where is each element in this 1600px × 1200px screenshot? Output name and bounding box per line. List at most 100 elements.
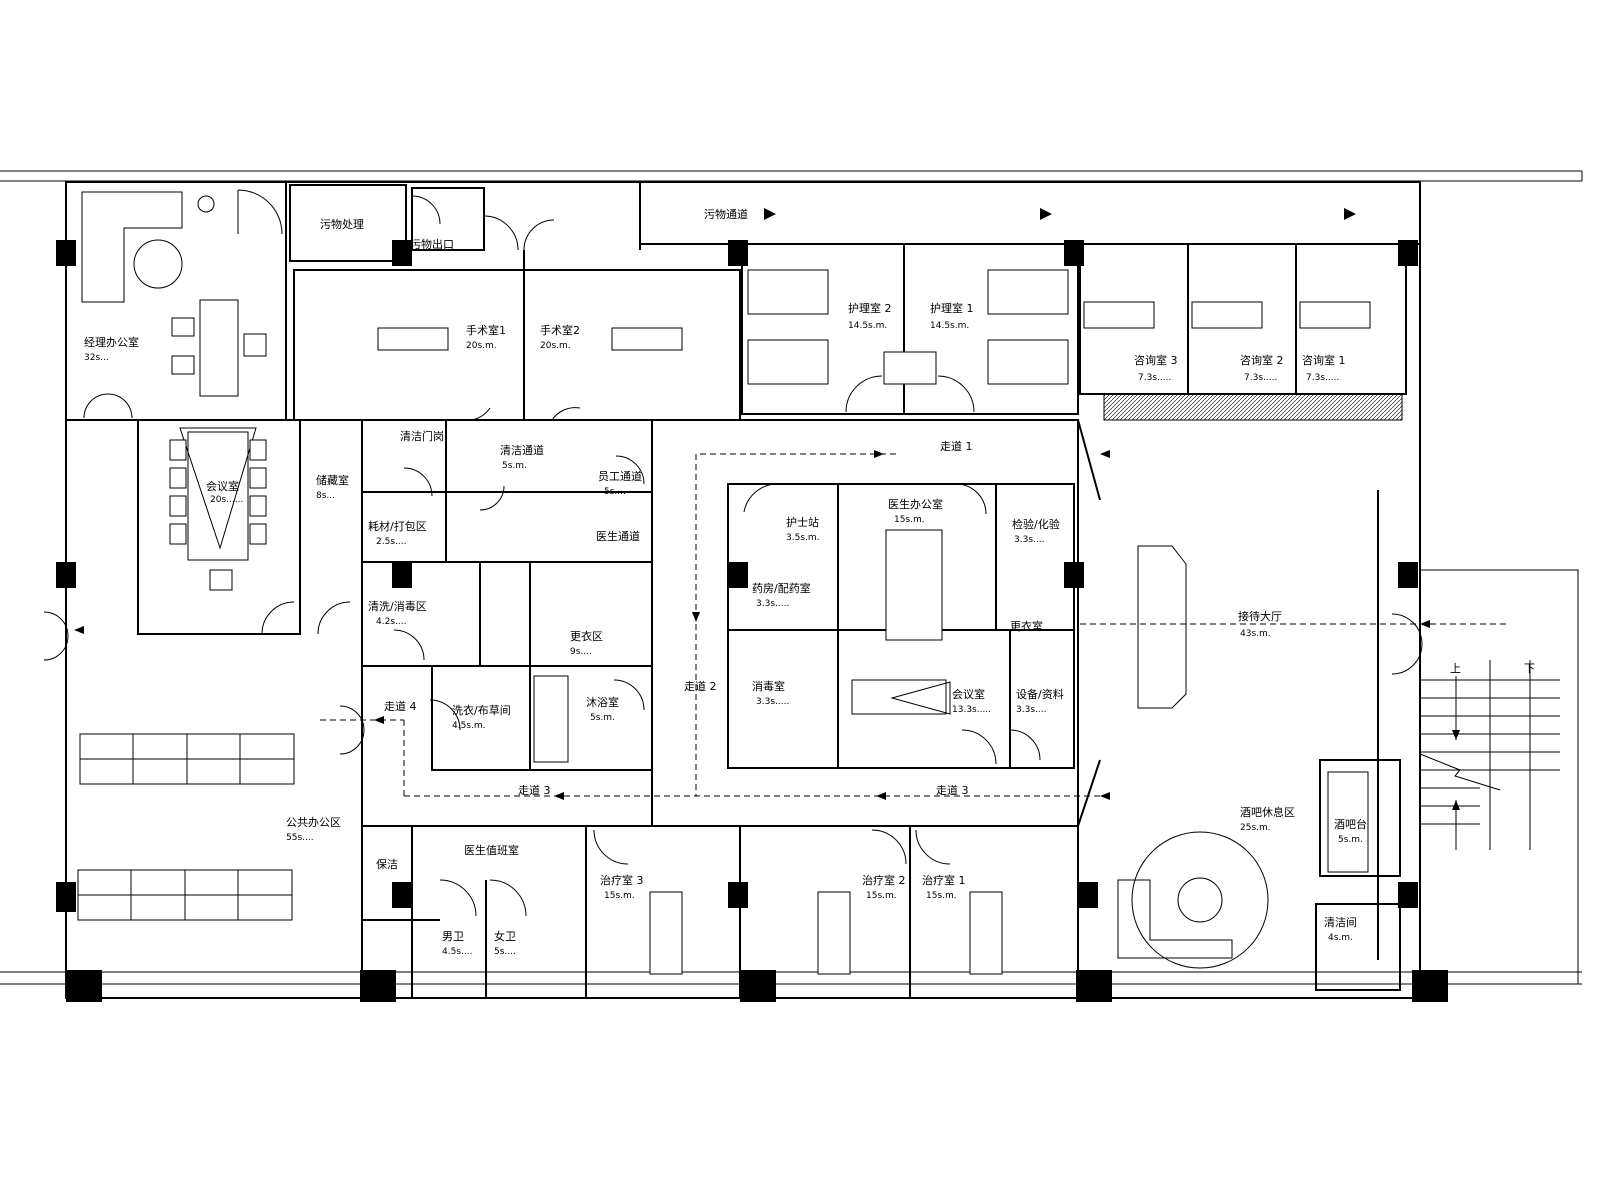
stairs-up-label: 上 <box>1450 662 1461 675</box>
room-label: 更衣室 <box>1010 619 1043 633</box>
room-label: 酒吧休息区 <box>1240 805 1295 819</box>
corridor-label: 走道 3 <box>518 783 551 797</box>
room-label: 检验/化验 <box>1012 517 1060 531</box>
room-label: 咨询室 2 <box>1240 353 1284 367</box>
room-label: 清洗/消毒区 <box>368 599 427 613</box>
room-area: 7.3s..... <box>1306 373 1339 383</box>
room-label: 储藏室 <box>316 473 349 487</box>
room-label: 护士站 <box>786 515 819 529</box>
arrow-icon <box>1040 208 1052 220</box>
room-label: 酒吧台 <box>1334 817 1367 831</box>
room-area: 3.3s..... <box>756 599 789 609</box>
room-label: 医生办公室 <box>888 497 943 511</box>
room-label: 男卫 <box>442 930 464 943</box>
corridor-label: 走道 1 <box>940 439 973 453</box>
room-area: 4.2s.... <box>376 617 406 627</box>
room-area: 3.3s.... <box>1014 535 1044 545</box>
room-label: 女卫 <box>494 929 516 943</box>
room-area: 15s.m. <box>866 891 897 901</box>
room-label: 洗衣/布草间 <box>452 703 511 717</box>
room-label: 污物处理 <box>320 217 364 231</box>
corridor-labels: 走道 1 走道 2 走道 3 走道 3 走道 4 <box>384 439 973 797</box>
arrow-icon <box>692 612 700 622</box>
room-label: 药房/配药室 <box>752 581 811 595</box>
arrow-icon <box>1344 208 1356 220</box>
arrow-icon <box>1420 620 1430 628</box>
room-label: 沐浴室 <box>586 695 619 709</box>
room-area: 20s.m. <box>540 341 571 351</box>
room-area: 3.5s.m. <box>786 533 820 543</box>
arrow-icon <box>554 792 564 800</box>
room-label: 污物出口 <box>410 237 454 251</box>
room-area: 15s.m. <box>894 515 925 525</box>
staircase: 上 下 <box>1419 660 1560 850</box>
room-label: 咨询室 3 <box>1134 353 1178 367</box>
room-label: 护理室 2 <box>848 301 892 315</box>
room-label: 清洁通道 <box>500 443 544 457</box>
room-labels: 经理办公室 32s... 会议室 20s...... 储藏室 8s... 手术室… <box>84 207 1367 957</box>
room-label: 耗材/打包区 <box>368 519 427 533</box>
room-area: 4.5s.... <box>442 947 472 957</box>
room-label: 清洁门岗 <box>400 429 444 443</box>
arrow-icon <box>74 626 84 634</box>
room-area: 5s.m. <box>1338 835 1363 845</box>
room-area: 20s.m. <box>466 341 497 351</box>
room-area: 5s.... <box>494 947 516 957</box>
room-area: 20s...... <box>210 495 243 505</box>
stairs-down-label: 下 <box>1524 662 1535 675</box>
room-area: 43s.m. <box>1240 629 1271 639</box>
room-label: 会议室 <box>206 479 239 493</box>
room-label: 医生通道 <box>596 529 640 543</box>
arrow-icon <box>1100 450 1110 458</box>
arrow-icon <box>1100 792 1110 800</box>
room-area: 7.3s..... <box>1138 373 1171 383</box>
room-area: 8s... <box>316 491 335 501</box>
room-label: 消毒室 <box>752 679 785 693</box>
room-area: 55s.... <box>286 833 314 843</box>
room-label: 治疗室 2 <box>862 873 906 887</box>
room-label: 污物通道 <box>704 207 748 221</box>
room-area: 15s.m. <box>926 891 957 901</box>
room-label: 清洁间 <box>1324 916 1357 929</box>
room-label: 医生值班室 <box>464 843 519 857</box>
room-label: 接待大厅 <box>1238 609 1282 623</box>
room-label: 治疗室 1 <box>922 873 966 887</box>
room-label: 设备/资料 <box>1016 687 1064 701</box>
room-area: 5s.m. <box>502 461 527 471</box>
room-area: 13.3s..... <box>952 705 991 715</box>
circulation-paths <box>74 208 1510 800</box>
room-label: 员工通道 <box>598 469 642 483</box>
arrow-icon <box>764 208 776 220</box>
room-label: 公共办公区 <box>286 816 341 829</box>
room-area: 25s.m. <box>1240 823 1271 833</box>
room-area: 14.5s.m. <box>848 321 887 331</box>
arrow-icon <box>876 792 886 800</box>
room-label: 治疗室 3 <box>600 873 644 887</box>
room-label: 护理室 1 <box>930 301 974 315</box>
room-area: 2.5s.... <box>376 537 406 547</box>
room-label: 咨询室 1 <box>1302 353 1346 367</box>
room-label: 经理办公室 <box>84 335 139 349</box>
room-area: 5s.... <box>604 487 626 497</box>
room-area: 9s.... <box>570 647 592 657</box>
room-area: 14.5s.m. <box>930 321 969 331</box>
room-area: 7.3s..... <box>1244 373 1277 383</box>
room-label: 更衣区 <box>570 629 603 643</box>
room-label: 会议室 <box>952 687 985 701</box>
room-area: 3.3s..... <box>756 697 789 707</box>
room-area: 3.3s.... <box>1016 705 1046 715</box>
room-area: 5s.m. <box>590 713 615 723</box>
arrow-icon <box>874 450 884 458</box>
room-area: 32s... <box>84 353 109 363</box>
corridor-label: 走道 3 <box>936 783 969 797</box>
room-label: 保洁 <box>376 857 398 871</box>
room-area: 4s.m. <box>1328 933 1353 943</box>
room-area: 15s.m. <box>604 891 635 901</box>
corridor-label: 走道 4 <box>384 699 417 713</box>
corridor-label: 走道 2 <box>684 679 717 693</box>
doors <box>43 189 1423 917</box>
arrow-icon <box>374 716 384 724</box>
room-label: 手术室2 <box>540 323 580 337</box>
room-label: 手术室1 <box>466 323 506 337</box>
